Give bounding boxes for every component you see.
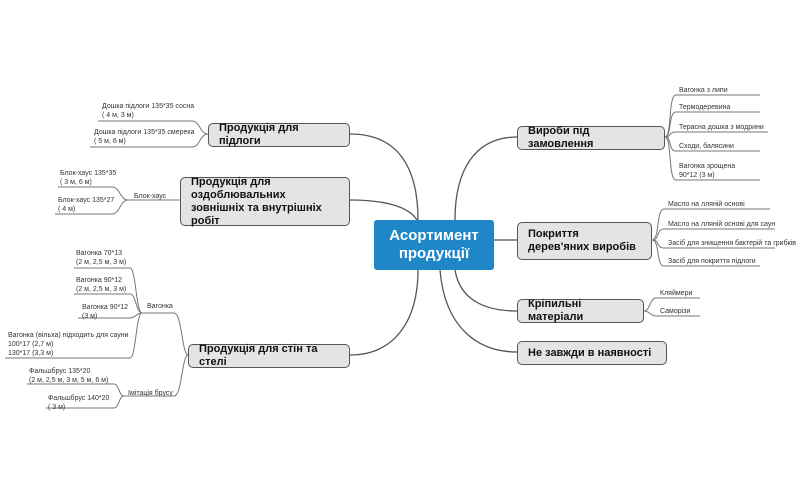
topic-label: Покриття дерев'яних виробів	[528, 228, 636, 253]
topic-floor-products[interactable]: Продукція для підлоги	[208, 122, 350, 147]
subtopic-linseed-oil-sauna[interactable]: Масло на лляній основі для саун	[668, 221, 776, 228]
subtopic-lining-alder[interactable]: Вагонка (вільха) підходить для сауни 100…	[8, 332, 129, 357]
subtopic-blockhouse-27[interactable]: Блок-хаус 135*27 ( 4 м)	[58, 197, 115, 213]
topic-wood-coatings[interactable]: Покриття дерев'яних виробів	[517, 222, 652, 260]
subtopic-lining-90x12-3m[interactable]: Вагонка 90*12 (3 м)	[82, 304, 129, 320]
subtopic-timber-imitation-group[interactable]: Імітація брусу	[128, 390, 173, 397]
subtopic-lining-90x12[interactable]: Вагонка 90*12 (2 м, 2,5 м, 3 м)	[76, 277, 127, 293]
topic-custom-products[interactable]: Вироби під замовлення	[517, 125, 665, 150]
subtopic-thermowood[interactable]: Термодеревина	[679, 104, 731, 111]
topic-finishing-products[interactable]: Продукція для оздоблювальних зовнішніх т…	[180, 175, 350, 227]
subtopic-floor-pine[interactable]: Дошка підлоги 135*35 сосна ( 4 м, 3 м)	[102, 103, 195, 119]
subtopic-blockhouse-group[interactable]: Блок-хаус	[134, 193, 167, 200]
central-topic[interactable]: Асортимент продукції	[374, 220, 494, 270]
topic-label: Вироби під замовлення	[528, 125, 594, 150]
subtopic-lining-group[interactable]: Вагонка	[147, 303, 173, 310]
subtopic-floor-spruce[interactable]: Дошка підлоги 135*35 смерека ( 5 м, 6 м)	[94, 129, 195, 145]
topic-wall-ceiling-products[interactable]: Продукція для стін та стелі	[188, 343, 350, 368]
topic-label: Продукція для підлоги	[219, 122, 299, 147]
topic-label: Продукція для оздоблювальних зовнішніх т…	[191, 175, 322, 227]
central-topic-label: Асортимент продукції	[389, 227, 479, 262]
subtopic-false-beam-135[interactable]: Фальшбрус 135*20 (2 м, 2,5 м, 3 м, 5 м, …	[29, 368, 109, 384]
topic-not-always-available[interactable]: Не завжди в наявності	[517, 341, 667, 365]
subtopic-false-beam-140[interactable]: Фальшбрус 140*20 ( 3 м)	[48, 395, 110, 411]
subtopic-larch-decking[interactable]: Терасна дошка з модрини	[679, 124, 764, 131]
subtopic-screws[interactable]: Саморізи	[660, 308, 691, 315]
subtopic-linseed-oil[interactable]: Масло на лляній основі	[668, 201, 745, 208]
topic-fasteners[interactable]: Кріпильні матеріали	[517, 298, 644, 323]
topic-label: Не завжди в наявності	[528, 346, 652, 359]
subtopic-antifungal-agent[interactable]: Засіб для знищення бактерій та грибків	[668, 240, 796, 247]
subtopic-clamps[interactable]: Кляймери	[660, 290, 693, 297]
subtopic-lining-70x13[interactable]: Вагонка 70*13 (2 м, 2,5 м, 3 м)	[76, 250, 127, 266]
topic-label: Продукція для стін та стелі	[199, 343, 318, 368]
subtopic-floor-coating[interactable]: Засіб для покриття підлоги	[668, 258, 756, 265]
subtopic-spliced-lining[interactable]: Вагонка зрощена 90*12 (3 м)	[679, 163, 736, 179]
subtopic-stairs-balusters[interactable]: Сходи, балясини	[679, 143, 734, 150]
subtopic-linden-lining[interactable]: Вагонка з липи	[679, 87, 728, 94]
subtopic-blockhouse-35[interactable]: Блок-хаус 135*35 ( 3 м, 6 м)	[60, 170, 117, 186]
topic-label: Кріпильні матеріали	[528, 298, 584, 323]
